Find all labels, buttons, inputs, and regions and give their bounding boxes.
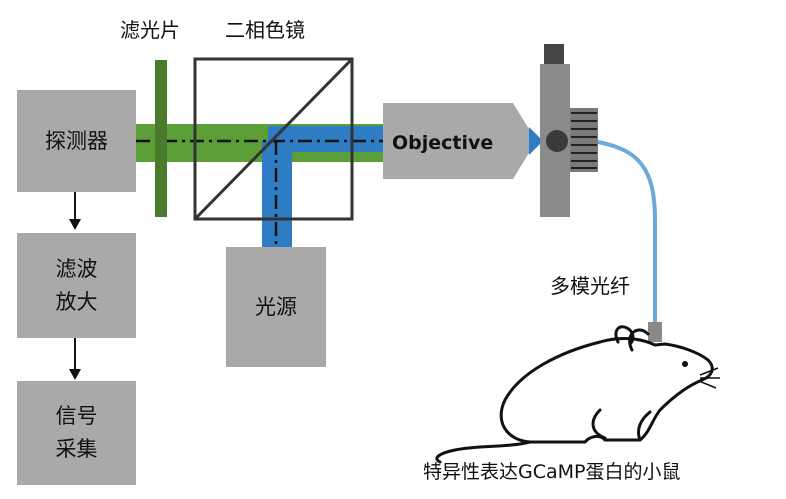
fiber-ferrule <box>648 322 662 342</box>
mouse-whiskers <box>698 367 720 389</box>
mouse-icon <box>435 325 714 464</box>
arrow-down-icon <box>69 192 81 230</box>
detector-label: 探测器 <box>45 128 108 153</box>
multimode-fiber <box>597 140 657 325</box>
dichroic-diagonal <box>193 57 354 221</box>
filter-plate <box>155 60 167 217</box>
filter-label: 滤光片 <box>120 18 180 42</box>
dichroic-label: 二相色镜 <box>225 18 305 42</box>
mouse-eye <box>682 361 688 367</box>
acquisition-line1: 信号 <box>55 404 98 429</box>
fiber-connector <box>570 108 598 172</box>
coupler-cap <box>544 44 564 65</box>
fiber-label: 多模光纤 <box>550 274 630 298</box>
objective-lens <box>383 103 529 179</box>
light-source-label: 光源 <box>255 294 297 319</box>
focus-cone <box>529 127 543 155</box>
filter-amplify-line2: 放大 <box>55 289 98 314</box>
arrow-down-icon <box>69 338 81 380</box>
objective-label: Objective <box>392 132 493 154</box>
mouse-caption: 特异性表达GCaMP蛋白的小鼠 <box>423 461 681 483</box>
light-source-block: 光源 <box>226 247 326 367</box>
filter-amplify-block: 滤波 放大 <box>17 233 136 338</box>
filter-amplify-line1: 滤波 <box>55 256 98 281</box>
acquisition-block: 信号 采集 <box>17 381 136 485</box>
connector-ridges-icon <box>571 112 597 169</box>
fiber-port <box>546 130 568 152</box>
dichroic-cube <box>193 57 354 221</box>
detector-block: 探测器 <box>17 90 136 192</box>
acquisition-line2: 采集 <box>55 437 98 461</box>
